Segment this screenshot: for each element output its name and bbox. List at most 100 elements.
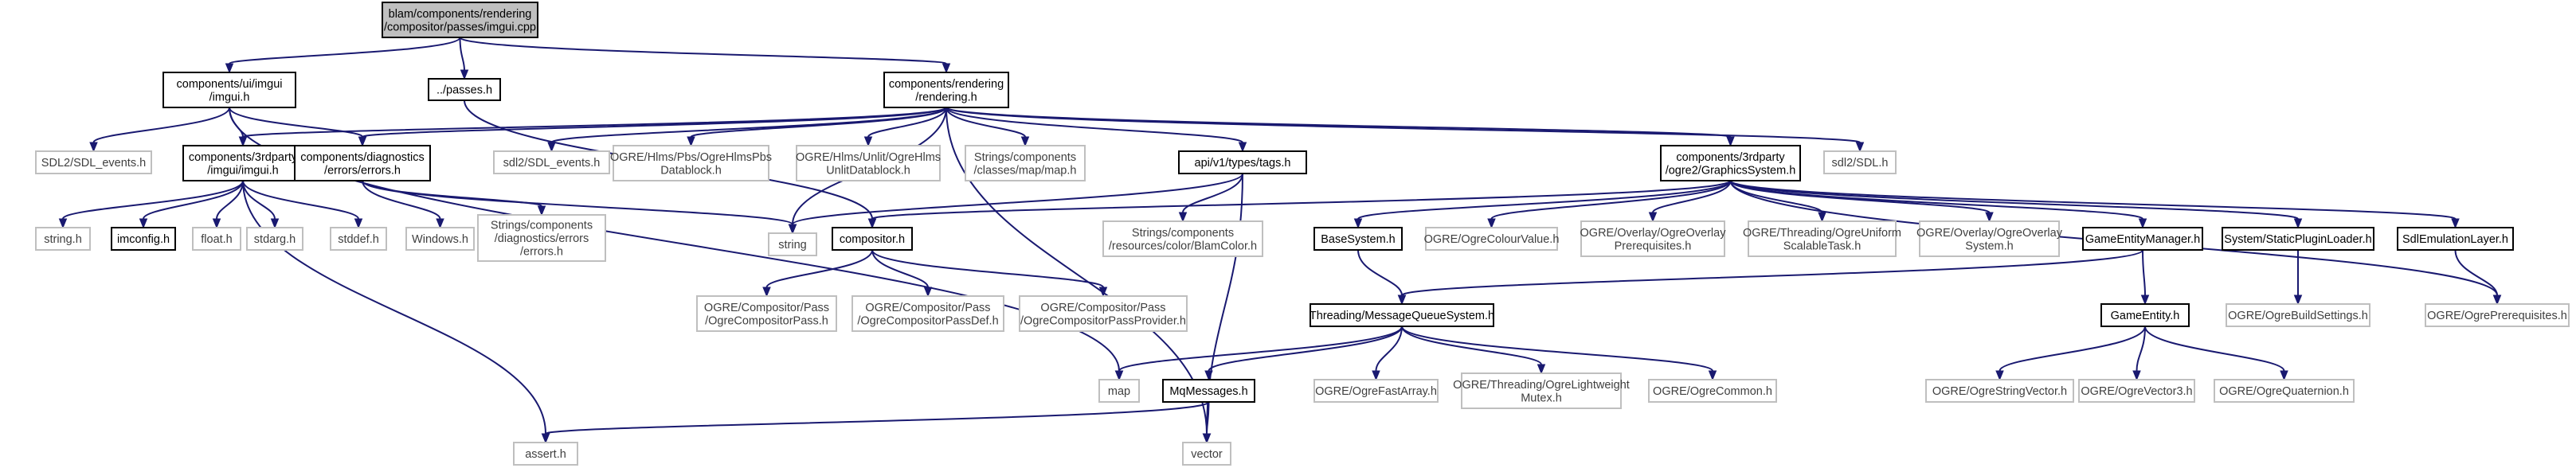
edge-compositor-h-to-comp-pass-def bbox=[871, 249, 933, 298]
node-label: Mutex.h bbox=[1521, 392, 1562, 404]
node-label: /OgreCompositorPassDef.h bbox=[857, 314, 998, 327]
node-box bbox=[2226, 303, 2370, 327]
graph-edges bbox=[58, 37, 2502, 444]
node-box bbox=[330, 227, 387, 251]
node-sdl-emulation[interactable]: SdlEmulationLayer.h bbox=[2397, 227, 2514, 251]
node-sdl2-sdl: sdl2/SDL.h bbox=[1823, 150, 1897, 174]
node-label: MqMessages.h bbox=[1169, 385, 1247, 398]
node-box bbox=[1313, 227, 1403, 251]
edge-mqmessages-to-assert-h bbox=[541, 401, 1210, 444]
node-label: map bbox=[1108, 385, 1130, 398]
node-graphics-system[interactable]: components/3rdparty/ogre2/GraphicsSystem… bbox=[1660, 145, 1801, 181]
node-label: sdl2/SDL_events.h bbox=[503, 157, 601, 170]
node-imgui-cpp[interactable]: blam/components/rendering/compositor/pas… bbox=[382, 2, 538, 38]
node-basesystem[interactable]: BaseSystem.h bbox=[1313, 227, 1403, 251]
node-label: SDL2/SDL_events.h bbox=[41, 157, 146, 170]
node-label: OGRE/Threading/OgreLightweight bbox=[1453, 379, 1630, 392]
node-errors-h[interactable]: components/diagnostics/errors/errors.h bbox=[294, 145, 431, 181]
edge-compositor-h-to-comp-pass bbox=[762, 249, 873, 298]
node-label: /errors/errors.h bbox=[324, 164, 401, 177]
node-label: OGRE/Compositor/Pass bbox=[865, 302, 990, 314]
node-label: OGRE/OgreVector3.h bbox=[2081, 385, 2192, 398]
node-label: imconfig.h bbox=[117, 233, 170, 246]
node-label: OGRE/OgrePrerequisites.h bbox=[2427, 310, 2567, 322]
edge-graphics-system-to-colourvalue bbox=[1487, 180, 1732, 229]
edge-mq-system-to-mqmessages bbox=[1204, 326, 1403, 381]
node-label: /ogre2/GraphicsSystem.h bbox=[1666, 164, 1796, 177]
node-box bbox=[192, 227, 241, 251]
node-box bbox=[1019, 295, 1188, 332]
node-ui-imgui-h[interactable]: components/ui/imgui/imgui.h bbox=[162, 72, 296, 108]
node-static-plugin[interactable]: System/StaticPluginLoader.h bbox=[2222, 227, 2374, 251]
edge-game-entity-mgr-to-mq-system bbox=[1397, 249, 2143, 306]
node-box bbox=[2425, 303, 2570, 327]
node-label: blam/components/rendering bbox=[389, 8, 532, 21]
node-map-h: Strings/components/classes/map/map.h bbox=[965, 145, 1086, 181]
node-label: OGRE/Hlms/Unlit/OgreHlms bbox=[796, 151, 941, 164]
node-label: compositor.h bbox=[840, 233, 905, 246]
node-passes-h[interactable]: ../passes.h bbox=[428, 78, 501, 101]
node-game-entity-mgr[interactable]: GameEntityManager.h bbox=[2082, 227, 2203, 251]
node-label: OGRE/OgreColourValue.h bbox=[1424, 233, 1560, 246]
node-box bbox=[182, 145, 303, 181]
node-label: OGRE/Compositor/Pass bbox=[704, 302, 829, 314]
edge-tp-imgui-h-to-stddef-h bbox=[242, 180, 363, 229]
node-box bbox=[1182, 442, 1231, 466]
node-label: /diagnostics/errors bbox=[495, 232, 589, 245]
node-label: OGRE/OgreFastArray.h bbox=[1315, 385, 1437, 398]
graph-nodes: blam/components/rendering/compositor/pas… bbox=[35, 2, 2570, 466]
node-label: /imgui/imgui.h bbox=[207, 164, 278, 177]
node-game-entity[interactable]: GameEntity.h bbox=[2100, 303, 2190, 327]
node-rendering-h[interactable]: components/rendering/rendering.h bbox=[883, 72, 1009, 108]
node-box bbox=[1162, 379, 1255, 403]
node-imconfig[interactable]: imconfig.h bbox=[111, 227, 176, 251]
node-label: components/3rdparty bbox=[189, 151, 298, 164]
node-compositor-h[interactable]: compositor.h bbox=[832, 227, 913, 251]
node-label: components/diagnostics bbox=[300, 151, 425, 164]
node-map: map bbox=[1098, 379, 1140, 403]
edge-graphics-system-to-sdl-emulation bbox=[1729, 180, 2460, 229]
node-box bbox=[1580, 220, 1725, 257]
node-label: /rendering.h bbox=[915, 91, 977, 103]
node-box bbox=[2078, 379, 2195, 403]
node-box bbox=[2100, 303, 2190, 327]
node-mq-system[interactable]: Threading/MessageQueueSystem.h bbox=[1310, 303, 1494, 327]
node-box bbox=[883, 72, 1009, 108]
node-tp-imgui-h[interactable]: components/3rdparty/imgui/imgui.h bbox=[182, 145, 303, 181]
node-label: OGRE/OgreQuaternion.h bbox=[2219, 385, 2349, 398]
node-box bbox=[2397, 227, 2514, 251]
node-sdl2-events-2: sdl2/SDL_events.h bbox=[493, 150, 610, 174]
node-box bbox=[405, 227, 475, 251]
node-label: SdlEmulationLayer.h bbox=[2402, 233, 2508, 246]
node-box bbox=[477, 214, 606, 262]
node-label: /imgui.h bbox=[209, 91, 250, 103]
edge-imgui-cpp-to-ui-imgui-h bbox=[225, 37, 461, 74]
node-label: OGRE/Overlay/OgreOverlay bbox=[1916, 227, 2063, 240]
node-diag-errors: Strings/components/diagnostics/errors/er… bbox=[477, 214, 606, 262]
edge-tags-h-to-string bbox=[788, 173, 1243, 235]
edge-rendering-h-to-map-h bbox=[945, 107, 1030, 147]
edge-mq-system-to-map bbox=[1114, 326, 1403, 381]
node-box bbox=[1925, 379, 2074, 403]
node-tags-h[interactable]: api/v1/types/tags.h bbox=[1178, 150, 1307, 174]
edge-mq-system-to-fastarray bbox=[1372, 326, 1403, 381]
node-label: /compositor/passes/imgui.cpp bbox=[384, 21, 536, 33]
edge-rendering-h-to-sdl2-sdl bbox=[945, 107, 1865, 153]
node-mqmessages[interactable]: MqMessages.h bbox=[1162, 379, 1255, 403]
node-label: string.h bbox=[44, 233, 82, 246]
node-label: components/3rdparty bbox=[1676, 151, 1785, 164]
node-label: OGRE/Compositor/Pass bbox=[1040, 302, 1165, 314]
edge-static-plugin-to-build-settings bbox=[2293, 250, 2303, 306]
node-box bbox=[294, 145, 431, 181]
node-label: Datablock.h bbox=[660, 164, 722, 177]
node-colourvalue: OGRE/OgreColourValue.h bbox=[1424, 227, 1560, 251]
edge-tp-imgui-h-to-string-h bbox=[58, 180, 244, 229]
node-box bbox=[1102, 220, 1263, 257]
node-label: float.h bbox=[201, 233, 233, 246]
node-label: /resources/color/BlamColor.h bbox=[1109, 240, 1257, 252]
node-quaternion: OGRE/OgreQuaternion.h bbox=[2214, 379, 2355, 403]
node-label: OGRE/OgreStringVector.h bbox=[1932, 385, 2067, 398]
